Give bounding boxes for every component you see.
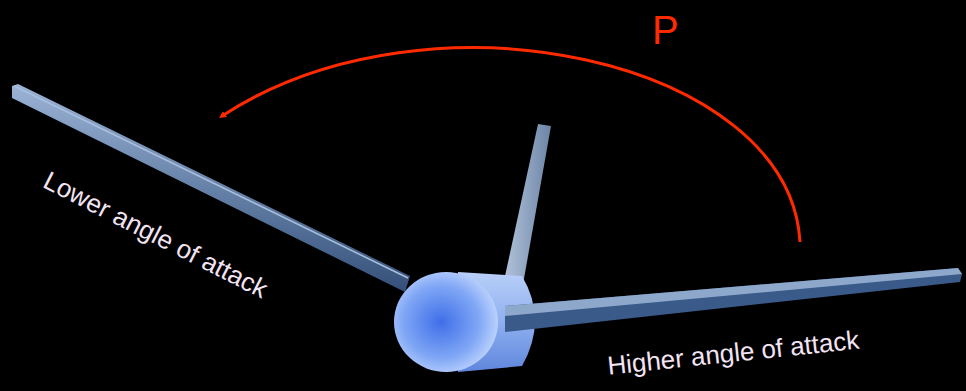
wing-edge (505, 268, 962, 316)
fuselage-front (394, 272, 498, 372)
wing-label: Lower angle of attack (39, 166, 272, 304)
roll-label: P (652, 8, 679, 52)
wing-label: Higher angle of attack (606, 326, 861, 381)
tail-fin (502, 124, 551, 290)
roll-arrow (222, 48, 800, 242)
right-wing (505, 268, 962, 332)
